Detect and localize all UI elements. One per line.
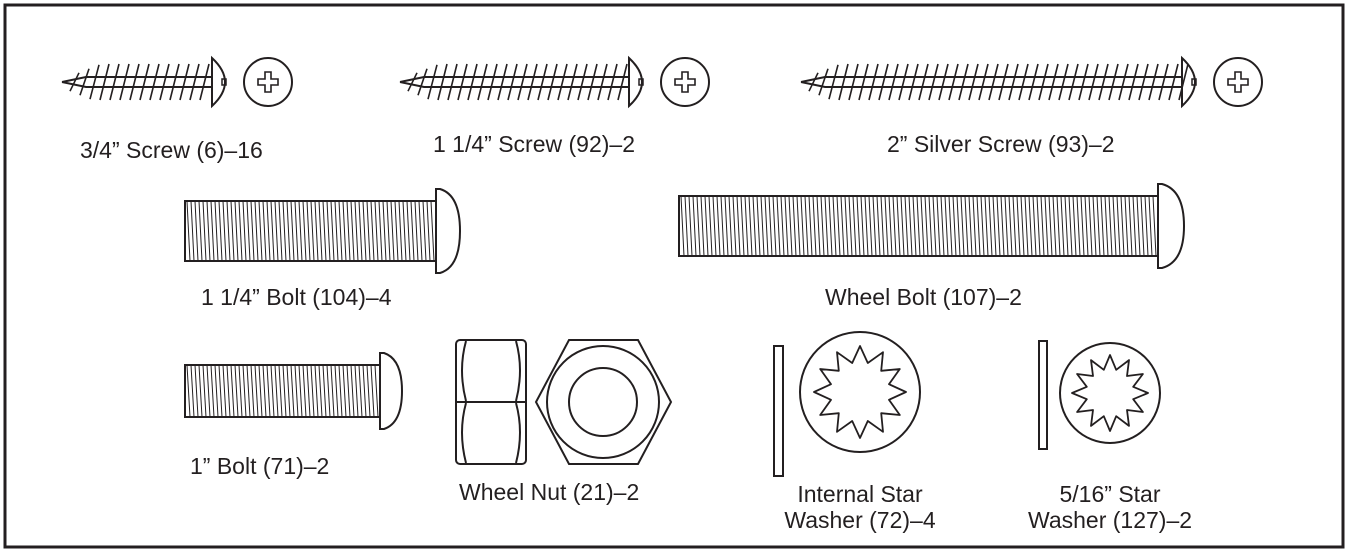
wheel-bolt-icon [678, 183, 1186, 269]
label-bolt-1-1-4: 1 1/4” Bolt (104)–4 [201, 284, 392, 310]
bolt-1-1-4-icon [184, 188, 462, 274]
screw-3-4-icon [61, 55, 293, 109]
label-star-washer-5-16-line1: 5/16” Star [1060, 481, 1161, 507]
internal-star-washer-front-icon [799, 331, 921, 453]
chart-border [3, 3, 1345, 549]
label-internal-star-washer-line1: Internal Star [797, 481, 923, 507]
label-internal-star-washer-line2: Washer (72)–4 [784, 507, 935, 533]
internal-star-washer-side-icon [773, 345, 784, 477]
label-screw-1-1-4: 1 1/4” Screw (92)–2 [433, 131, 635, 157]
wheel-nut-front-icon [534, 339, 673, 465]
bolt-1-icon [184, 352, 404, 430]
screw-1-1-4-icon [399, 55, 710, 109]
label-star-washer-5-16-line2: Washer (127)–2 [1028, 507, 1192, 533]
label-screw-3-4: 3/4” Screw (6)–16 [80, 137, 263, 163]
screw-2-silver-icon [800, 55, 1263, 109]
label-wheel-bolt: Wheel Bolt (107)–2 [825, 284, 1022, 310]
label-screw-2-silver: 2” Silver Screw (93)–2 [887, 131, 1115, 157]
label-bolt-1: 1” Bolt (71)–2 [190, 453, 329, 479]
wheel-nut-side-icon [455, 339, 527, 465]
star-washer-5-16-side-icon [1038, 340, 1048, 450]
label-wheel-nut: Wheel Nut (21)–2 [459, 479, 639, 505]
star-washer-5-16-front-icon [1059, 342, 1161, 444]
